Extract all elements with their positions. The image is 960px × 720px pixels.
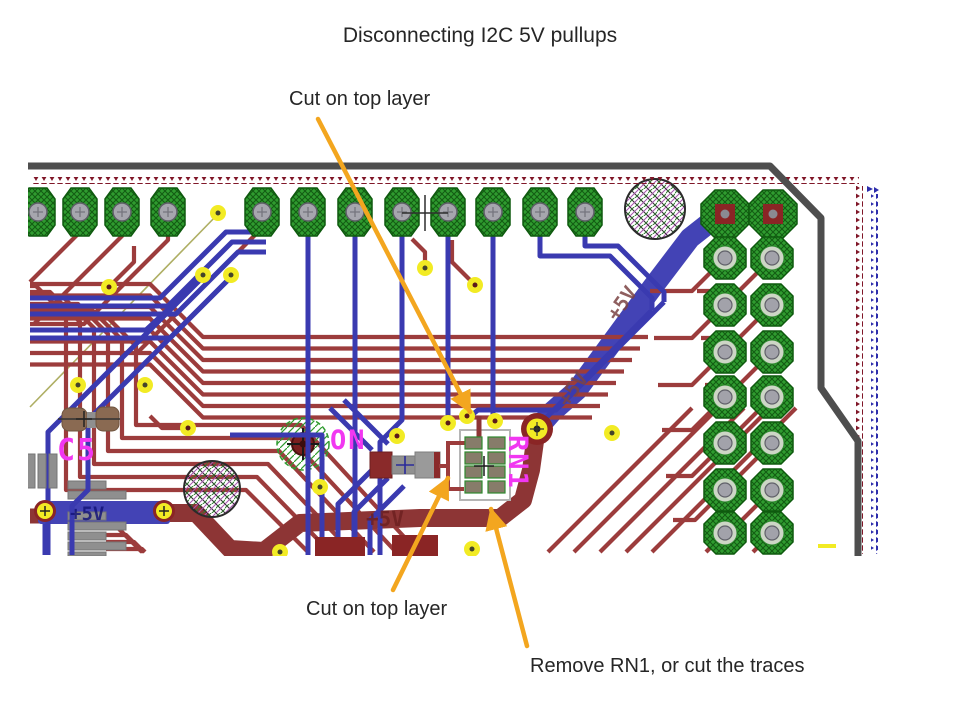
hatched-circle-mid (183, 460, 241, 518)
yellow-dash (818, 544, 836, 548)
silk-label-on: ON (330, 425, 367, 456)
keepout-red-top (31, 177, 859, 184)
arrow-cut-top-lower (390, 475, 451, 593)
slide-title-text: Disconnecting I2C 5V pullups (342, 24, 618, 47)
board-outline (28, 162, 862, 556)
arrow-cut-top-upper (315, 116, 473, 415)
slide-title: Disconnecting I2C 5V pullups (0, 24, 960, 48)
component-rn1 (439, 416, 511, 501)
keepout-blue-right (871, 194, 878, 554)
annotation-cut-top-layer-upper: Cut on top layer (289, 88, 431, 110)
right-pad-grid (700, 189, 798, 555)
annotation-arrows (315, 116, 530, 649)
net-label-5v-band: +5V (366, 507, 404, 531)
keepout-red-right (856, 186, 863, 554)
annotation-cut-top-layer-lower: Cut on top layer (306, 598, 448, 620)
component-left-edge (28, 453, 58, 489)
silk-label-rn1: RN1 (502, 435, 533, 490)
hatched-circle-top (624, 178, 686, 240)
annotation-remove-rn1: Remove RN1, or cut the traces (530, 655, 805, 677)
arrow-remove-rn1 (485, 506, 530, 649)
airwire-line (29, 213, 219, 408)
origin-crosshair (402, 195, 448, 231)
bar-end-vias (34, 500, 175, 522)
component-c5 (58, 406, 120, 432)
vias (34, 205, 620, 556)
big-plus5v-via (521, 413, 553, 445)
component-cap-near-rn1 (369, 451, 441, 479)
keepout-blue-corner (867, 186, 879, 193)
net-label-5v-bar: +5V (70, 503, 104, 525)
silk-label-c5: C5 (57, 433, 97, 468)
top-pad-row (28, 187, 603, 237)
